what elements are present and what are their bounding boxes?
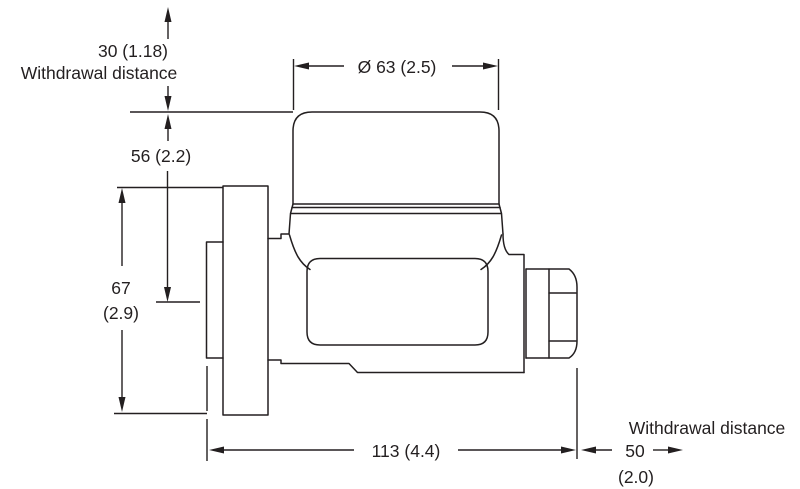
dim-flange-od: 67 (2.9) xyxy=(103,186,223,415)
arrow-up-icon xyxy=(118,188,126,203)
dim-overall-length-value: 113 (4.4) xyxy=(372,441,441,461)
dim-withdrawal-right: Withdrawal distance 50 (2.0) xyxy=(581,418,785,487)
dim-overall-length: 113 (4.4) xyxy=(206,366,578,461)
dim-withdrawal-right-label: Withdrawal distance xyxy=(629,418,786,438)
arrow-right-icon xyxy=(668,446,683,454)
dim-flange-od-mm: 67 xyxy=(111,278,130,298)
body-underside xyxy=(267,359,525,374)
dim-flange-od-in: (2.9) xyxy=(103,303,139,323)
arrow-left-icon xyxy=(209,446,224,454)
body-right-fillet xyxy=(480,234,503,271)
part-outline xyxy=(205,111,578,416)
arrow-right-icon xyxy=(483,62,498,70)
cap-band xyxy=(288,203,504,235)
dim-cap-to-centerline-value: 56 (2.2) xyxy=(131,146,191,166)
dim-cap-diameter: Ø 63 (2.5) xyxy=(292,57,500,110)
arrow-up-icon xyxy=(164,7,172,22)
dim-withdrawal-right-mm: 50 xyxy=(625,441,645,461)
arrow-up-icon xyxy=(164,114,172,129)
dim-cap-diameter-value: Ø 63 (2.5) xyxy=(358,57,437,77)
body-right-edge xyxy=(502,233,525,374)
dim-withdrawal-top-label: Withdrawal distance xyxy=(21,63,178,83)
cap-outline xyxy=(292,111,500,205)
body-left-step xyxy=(267,233,290,240)
arrow-down-icon xyxy=(164,96,172,111)
outlet-hex-facets xyxy=(548,292,577,342)
arrow-left-icon xyxy=(294,62,309,70)
arrow-down-icon xyxy=(118,397,126,412)
dim-withdrawal-top: 30 (1.18) Withdrawal distance xyxy=(21,7,293,113)
arrow-down-icon xyxy=(164,287,171,302)
inlet-collar xyxy=(205,241,224,359)
outlet-hex-nut xyxy=(525,268,578,359)
outlet-collar-lines xyxy=(525,268,550,359)
dim-withdrawal-right-in: (2.0) xyxy=(618,467,654,487)
inlet-flange xyxy=(222,185,269,416)
body-left-fillet xyxy=(288,234,311,271)
arrow-left-icon xyxy=(581,446,596,454)
arrow-right-icon xyxy=(561,446,576,454)
body-center-panel xyxy=(306,257,489,346)
dim-withdrawal-top-value: 30 (1.18) xyxy=(98,41,168,61)
dim-cap-to-centerline: 56 (2.2) xyxy=(131,114,200,303)
